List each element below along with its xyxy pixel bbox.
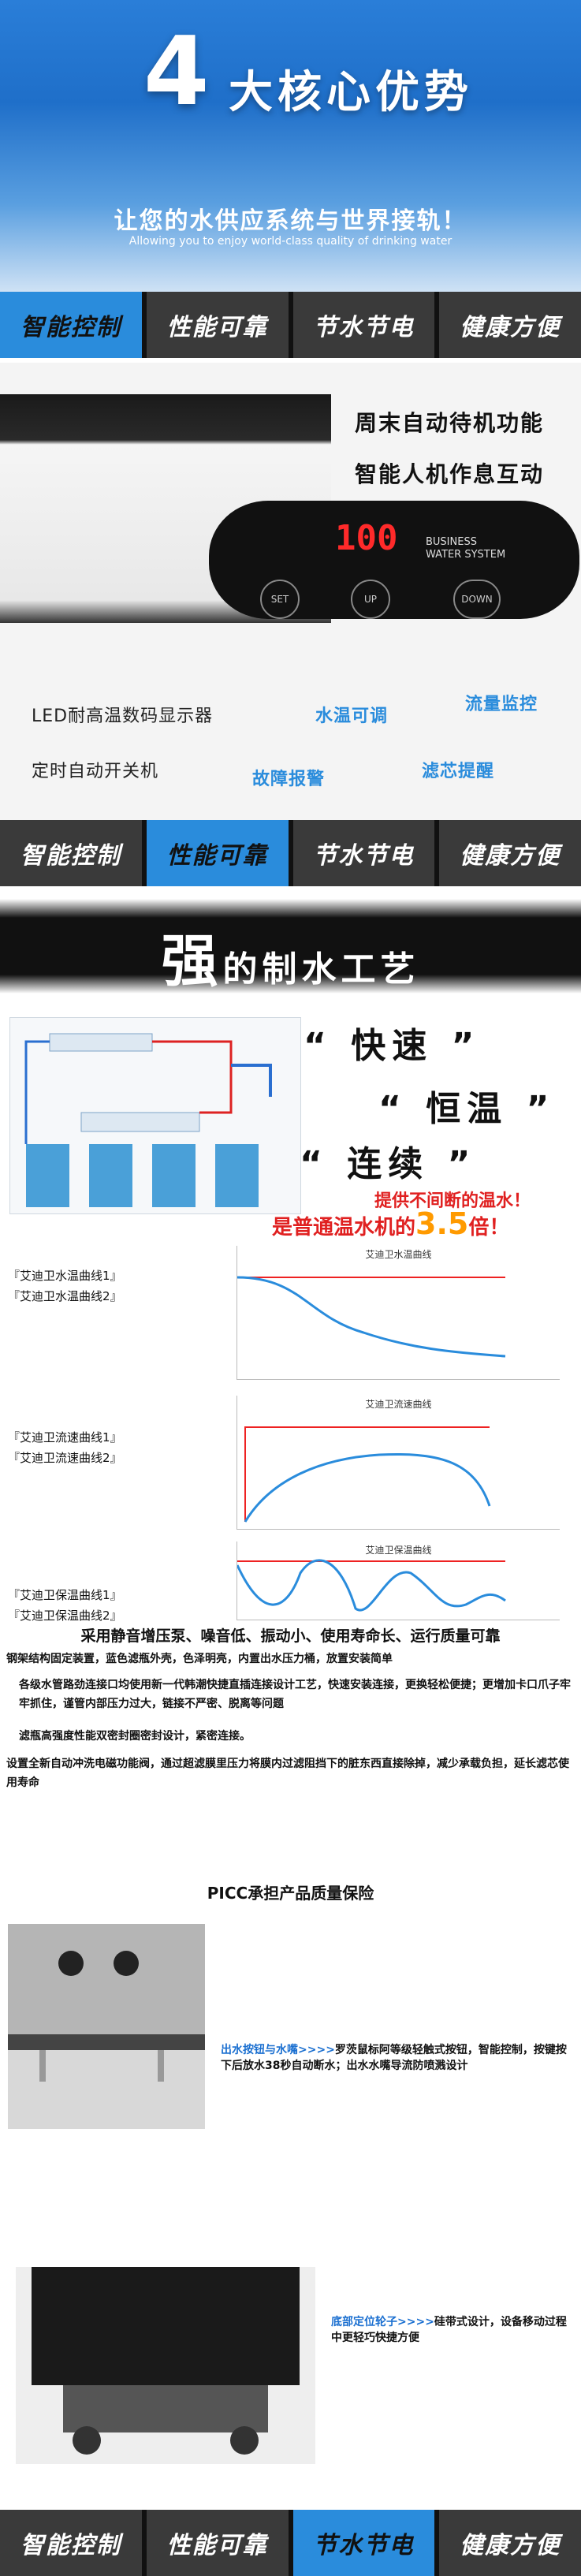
tab-smart-control[interactable]: 智能控制 [0, 292, 147, 358]
curve-labels-keepwarm: 『艾迪卫保温曲线1』 『艾迪卫保温曲线2』 [8, 1585, 122, 1626]
tap-caption: 出水按钮与水嘴>>>>罗茨鼠标阿等级轻触式按钮，智能控制，按键按下后放水38秒自… [221, 2042, 568, 2074]
chart-keepwarm: 艾迪卫保温曲线 [236, 1541, 560, 1620]
chart-flow: 艾迪卫流速曲线 [236, 1396, 560, 1530]
series-line [236, 1276, 506, 1358]
wheel-caption-highlight: 底部定位轮子>>>> [331, 2316, 434, 2328]
feature-timer: 定时自动开关机 [32, 762, 159, 781]
display-brand: BUSINESS WATER SYSTEM [426, 536, 505, 561]
control-display: 100 BUSINESS WATER SYSTEM SET UP DOWN [209, 501, 579, 619]
curve-label: 『艾迪卫水温曲线1』 [8, 1269, 122, 1283]
series-line [244, 1453, 491, 1523]
feature-filter-reminder: 滤芯提醒 [422, 762, 495, 781]
description-heading: 采用静音增压泵、噪音低、振动小、使用寿命长、运行质量可靠 [80, 1627, 501, 1645]
feature-temp-adjust: 水温可调 [315, 706, 389, 726]
hero-number: 4 [143, 17, 210, 127]
chart-title: 艾迪卫水温曲线 [365, 1249, 432, 1260]
curve-labels-flow: 『艾迪卫流速曲线1』 『艾迪卫流速曲线2』 [8, 1427, 122, 1468]
series-line [236, 1559, 506, 1612]
tap-photo [8, 1924, 205, 2129]
tab-save-energy[interactable]: 节水节电 [292, 2510, 440, 2576]
process-band: 强的制水工艺 [0, 899, 581, 994]
chart-keepwarm-svg [236, 1559, 506, 1612]
process-diagram-svg [24, 1033, 272, 1207]
display-brand-line2: WATER SYSTEM [426, 549, 506, 561]
hero-banner: 4 大核心优势 让您的水供应系统与世界接轨！ Allowing you to e… [0, 0, 581, 292]
chart-title: 艾迪卫保温曲线 [365, 1545, 432, 1556]
wheel-photo [16, 2267, 315, 2464]
tap-photo-svg [8, 1924, 205, 2082]
description-line-4: 设置全新自动冲洗电磁功能阀，通过超滤膜里压力将膜内过滤阻挡下的脏东西直接除掉，减… [6, 1758, 569, 1789]
process-title-big: 强 [161, 928, 223, 994]
hero-subtitle-en: Allowing you to enjoy world-class qualit… [128, 235, 453, 248]
tab-reliable[interactable]: 性能可靠 [146, 2510, 293, 2576]
quote-continuous: “ 连续 ” [300, 1144, 477, 1184]
curve-label: 『艾迪卫保温曲线1』 [8, 1588, 122, 1602]
feature-fault-alarm: 故障报警 [252, 770, 326, 789]
tab-bar-mid: 智能控制 性能可靠 节水节电 健康方便 [0, 820, 581, 886]
tab-healthy[interactable]: 健康方便 [439, 2510, 581, 2576]
wheel-caption: 底部定位轮子>>>>硅带式设计，设备移动过程中更轻巧快捷方便 [331, 2314, 568, 2346]
tab-bar-bottom: 智能控制 性能可靠 节水节电 健康方便 [0, 2510, 581, 2576]
chart-temp-svg [236, 1276, 506, 1358]
quote-constant-temp: “ 恒温 ” [378, 1089, 556, 1129]
tab-save-energy[interactable]: 节水节电 [292, 820, 440, 886]
comparison-number: 3.5 [415, 1206, 469, 1241]
curve-label: 『艾迪卫流速曲线2』 [8, 1451, 122, 1465]
hero-subtitle: 让您的水供应系统与世界接轨！ [114, 207, 467, 235]
series-line [244, 1426, 490, 1522]
display-digits: 100 [335, 518, 398, 558]
curve-label: 『艾迪卫流速曲线1』 [8, 1430, 122, 1445]
tab-smart-control[interactable]: 智能控制 [0, 2510, 147, 2576]
quote-fast: “ 快速 ” [304, 1026, 481, 1066]
chart-title: 艾迪卫流速曲线 [365, 1399, 432, 1410]
process-title-rest: 的制水工艺 [222, 949, 420, 990]
down-button[interactable]: DOWN [453, 580, 501, 619]
curve-labels-temp: 『艾迪卫水温曲线1』 『艾迪卫水温曲线2』 [8, 1266, 122, 1307]
set-button[interactable]: SET [260, 580, 300, 619]
tap-caption-highlight: 出水按钮与水嘴>>>> [221, 2044, 335, 2056]
description-line-3: 滤瓶高强度性能双密封圈密封设计，紧密连接。 [19, 1730, 251, 1743]
picc-insurance: PICC承担产品质量保险 [207, 1884, 374, 1903]
comparison-pre: 是普通温水机的 [272, 1216, 416, 1240]
comparison-post: 倍！ [468, 1216, 510, 1240]
feature-led: LED耐高温数码显示器 [32, 706, 214, 726]
chart-flow-svg [244, 1426, 491, 1523]
tab-save-energy[interactable]: 节水节电 [292, 292, 440, 358]
up-button[interactable]: UP [351, 580, 390, 619]
tab-healthy[interactable]: 健康方便 [439, 820, 581, 886]
description-line-1: 钢架结构固定装置，蓝色滤瓶外壳，色泽明亮，内置出水压力桶，放置安装简单 [6, 1653, 393, 1665]
wheel-caption-text: 硅带式设计，设备移动过程中更轻巧快捷方便 [331, 2316, 567, 2344]
feature-flow-monitor: 流量监控 [465, 695, 538, 714]
product-section: 周末自动待机功能 智能人机作息互动 100 BUSINESS WATER SYS… [0, 363, 581, 844]
description-line-2: 各级水管路劲连接口均使用新一代韩潮快捷直插连接设计工艺，快速安装连接，更换轻松便… [19, 1679, 571, 1710]
hero-title: 大核心优势 [229, 67, 473, 118]
tab-smart-control[interactable]: 智能控制 [0, 820, 147, 886]
display-brand-line1: BUSINESS [426, 536, 477, 548]
process-diagram [9, 1017, 301, 1214]
feature-weekend-standby: 周末自动待机功能 [355, 410, 545, 436]
comparison-text: 是普通温水机的3.5倍！ [272, 1206, 509, 1241]
tap-caption-text: 罗茨鼠标阿等级轻触式按钮，智能控制，按键按下后放水38秒自动断水；出水水嘴导流防… [221, 2044, 567, 2072]
process-title: 强的制水工艺 [0, 915, 581, 997]
tab-reliable[interactable]: 性能可靠 [146, 292, 293, 358]
chart-temp: 艾迪卫水温曲线 [236, 1246, 560, 1380]
continuous-warm-water: 提供不间断的温水！ [374, 1191, 531, 1211]
feature-smart-interaction: 智能人机作息互动 [355, 461, 545, 487]
tab-reliable[interactable]: 性能可靠 [146, 820, 293, 886]
tab-bar-top: 智能控制 性能可靠 节水节电 健康方便 [0, 292, 581, 358]
wheel-photo-svg [32, 2267, 300, 2455]
tab-healthy[interactable]: 健康方便 [439, 292, 581, 358]
curve-label: 『艾迪卫水温曲线2』 [8, 1289, 122, 1303]
curve-label: 『艾迪卫保温曲线2』 [8, 1609, 122, 1623]
